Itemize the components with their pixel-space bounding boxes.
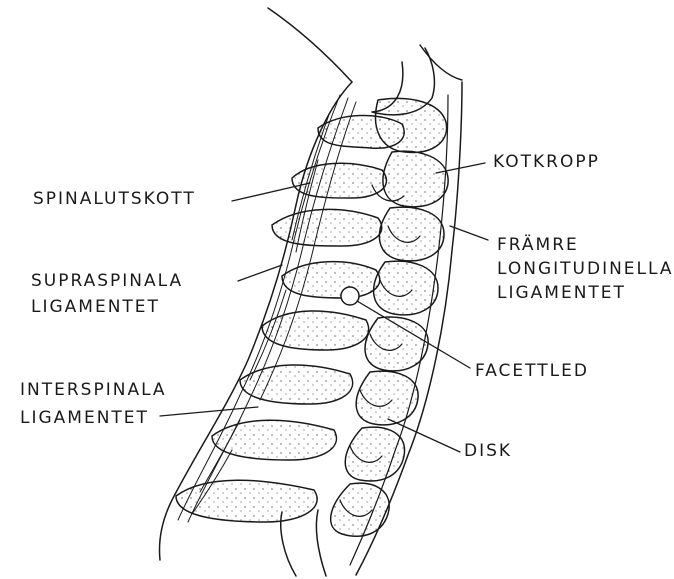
- label-spinalutskott: SPINALUTSKOTT: [33, 189, 196, 209]
- label-interspinala: INTERSPINALA LIGAMENTET: [20, 376, 167, 432]
- label-supraspinala-line2: LIGAMENTET: [31, 294, 183, 320]
- label-framre-line1: FRÄMRE: [497, 233, 674, 257]
- label-interspinala-line1: INTERSPINALA: [20, 376, 167, 404]
- label-kotkropp: KOTKROPP: [493, 152, 600, 172]
- label-supraspinala-line1: SUPRASPINALA: [31, 268, 183, 294]
- label-framre-longitudinella: FRÄMRE LONGITUDINELLA LIGAMENTET: [497, 233, 674, 305]
- facet-joint-marker: [341, 287, 359, 305]
- label-framre-line3: LIGAMENTET: [497, 281, 674, 305]
- label-interspinala-line2: LIGAMENTET: [20, 404, 167, 432]
- label-facettled: FACETTLED: [475, 361, 589, 381]
- label-supraspinala: SUPRASPINALA LIGAMENTET: [31, 268, 183, 320]
- label-framre-line2: LONGITUDINELLA: [497, 257, 674, 281]
- label-disk: DISK: [464, 441, 512, 461]
- head-outline: [268, 8, 352, 82]
